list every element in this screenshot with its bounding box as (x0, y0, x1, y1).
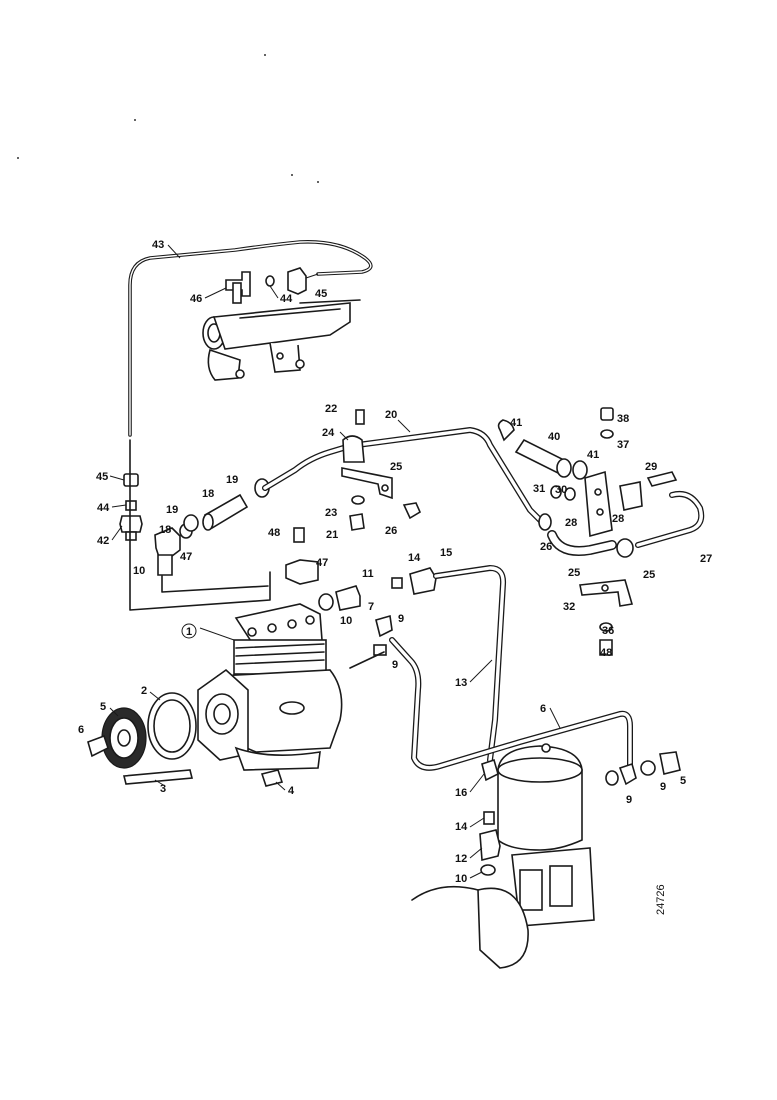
leader-lines (109, 244, 561, 879)
pipe-7 (389, 637, 633, 771)
elbow-fitting-47 (154, 514, 199, 576)
label-11: 11 (362, 568, 374, 580)
label-18b: 18 (159, 524, 171, 536)
pipe-43 (128, 240, 373, 437)
label-5b: 5 (680, 775, 686, 787)
label-5: 5 (100, 701, 106, 713)
label-14: 14 (408, 552, 421, 564)
bracket-35 (579, 579, 634, 656)
label-9b: 9 (392, 659, 398, 671)
label-18: 18 (202, 488, 214, 500)
part-callouts: 43 46 44 45 22 24 20 41 40 38 37 41 29 3… (78, 239, 712, 885)
label-41b: 41 (587, 449, 599, 461)
label-46: 46 (190, 293, 202, 305)
label-40: 40 (548, 431, 560, 443)
label-26: 26 (385, 525, 397, 537)
label-19b: 19 (166, 504, 178, 516)
label-31: 28 (612, 513, 624, 525)
pipe-20 (262, 427, 548, 528)
label-48b: 48 (268, 527, 280, 539)
label-47: 47 (180, 551, 192, 563)
hose-40-41 (497, 419, 588, 480)
bolt-38-37 (600, 407, 614, 439)
label-45: 45 (315, 288, 327, 300)
label-28b: 25 (643, 569, 655, 581)
label-7: 6 (540, 703, 546, 715)
label-34: 31 (533, 483, 545, 495)
connection-lines (129, 439, 385, 669)
label-13: 13 (455, 677, 467, 689)
label-29: 27 (700, 553, 712, 565)
gasket-2 (147, 692, 197, 760)
bracket-25 (341, 467, 422, 531)
fittings-top-46-44-45 (225, 267, 319, 304)
label-1: 1 (186, 626, 192, 638)
fittings-left-45-44-42 (119, 473, 143, 541)
label-4: 4 (288, 785, 295, 797)
label-15: 15 (440, 547, 452, 559)
label-27: 25 (568, 567, 580, 579)
label-24: 24 (322, 427, 335, 439)
fittings-lower-column (479, 758, 501, 876)
callout-circle-1 (181, 623, 197, 639)
label-37: 37 (617, 439, 629, 451)
scan-specks (17, 54, 319, 183)
label-9c: 9 (626, 794, 632, 806)
clip-24 (342, 409, 365, 463)
label-20: 20 (385, 409, 397, 421)
label-38: 38 (617, 413, 629, 425)
label-42: 42 (97, 535, 109, 547)
label-35: 32 (563, 601, 575, 613)
drawing-number: 24726 (655, 884, 667, 915)
label-45b: 45 (96, 471, 108, 483)
label-3: 3 (160, 783, 166, 795)
hose-18 (202, 478, 270, 531)
label-8: 7 (368, 601, 374, 613)
label-47b: 47 (316, 557, 328, 569)
label-10: 10 (133, 565, 145, 577)
label-19: 19 (226, 474, 238, 486)
label-33: 30 (555, 484, 567, 496)
pipe-13 (433, 565, 507, 763)
label-25: 25 (390, 461, 402, 473)
label-21: 21 (326, 529, 338, 541)
fittings-11-15 (318, 567, 437, 656)
label-23: 23 (325, 507, 337, 519)
label-22: 22 (325, 403, 337, 415)
label-10c: 10 (455, 873, 467, 885)
label-44: 44 (280, 293, 293, 305)
label-41: 41 (510, 417, 522, 429)
compressor-1 (197, 603, 343, 787)
pipe-29 (635, 490, 705, 548)
label-2: 2 (141, 685, 147, 697)
label-28: 26 (540, 541, 552, 553)
manifold-bracket (202, 299, 361, 381)
label-16: 16 (455, 787, 467, 799)
gear-5 (87, 707, 194, 785)
hose-27 (538, 513, 634, 558)
label-32: 29 (645, 461, 657, 473)
label-12: 12 (455, 853, 467, 865)
air-dryer (411, 743, 595, 969)
label-30: 28 (565, 517, 577, 529)
label-9: 9 (398, 613, 404, 625)
label-39: 36 (602, 625, 614, 637)
label-44b: 44 (97, 502, 110, 514)
fittings-center-48-47 (285, 527, 319, 585)
label-9d: 9 (660, 781, 666, 793)
label-10b: 10 (340, 615, 352, 627)
label-48: 48 (600, 647, 612, 659)
label-43: 43 (152, 239, 164, 251)
bracket-30 (550, 470, 678, 538)
label-6: 6 (78, 724, 84, 736)
label-14b: 14 (455, 821, 468, 833)
fittings-lower-right (605, 751, 681, 786)
